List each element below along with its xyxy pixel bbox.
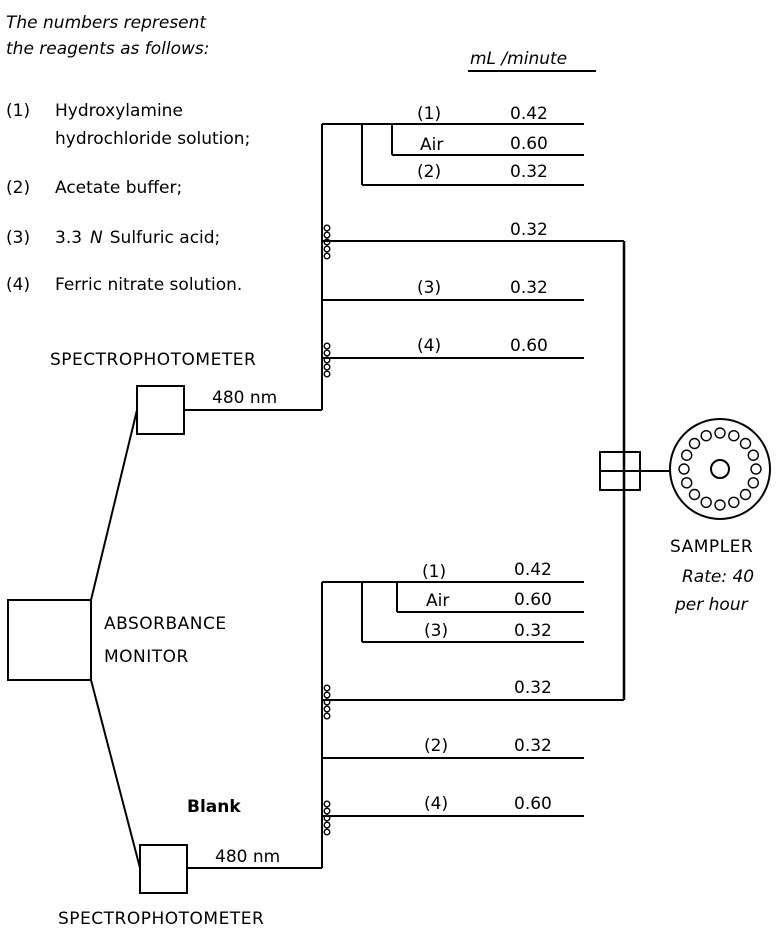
legend-item-1-num: (1) bbox=[6, 101, 30, 121]
top-rate-1: 0.42 bbox=[510, 104, 548, 124]
sample-cup bbox=[747, 477, 759, 489]
sample-cup bbox=[747, 449, 759, 461]
bottom-label-1: (1) bbox=[422, 562, 446, 582]
top-label-1: (1) bbox=[417, 104, 441, 124]
sampler-turntable bbox=[669, 418, 771, 520]
sample-cup bbox=[728, 430, 740, 442]
sample-cup bbox=[714, 499, 726, 511]
sample-cup bbox=[700, 430, 712, 442]
sample-cup bbox=[714, 427, 726, 439]
bottom-rate-1: 0.42 bbox=[514, 560, 552, 580]
legend-intro-line1: The numbers represent bbox=[6, 13, 207, 33]
top-label-air: Air bbox=[420, 135, 443, 155]
top-manifold bbox=[184, 123, 624, 411]
spectro-bottom-note: Blank bbox=[187, 797, 241, 817]
monitor-label-line2: MONITOR bbox=[104, 647, 189, 667]
sampler-rate-line2: per hour bbox=[674, 595, 749, 615]
top-rate-3: 0.32 bbox=[510, 278, 548, 298]
top-coil-2 bbox=[323, 342, 331, 378]
bottom-rate-3: 0.32 bbox=[514, 621, 552, 641]
sample-cup bbox=[700, 496, 712, 508]
sample-cup bbox=[678, 463, 690, 475]
spectro-bottom-wavelength: 480 nm bbox=[215, 847, 280, 867]
sample-cup bbox=[728, 496, 740, 508]
bottom-rate-air: 0.60 bbox=[514, 590, 552, 610]
legend-item-3-line1: 3.3 N Sulfuric acid; bbox=[55, 228, 220, 248]
bottom-rate-4: 0.60 bbox=[514, 794, 552, 814]
legend-item-4-num: (4) bbox=[6, 275, 30, 295]
sample-cup bbox=[739, 437, 752, 450]
sample-cup bbox=[681, 477, 693, 489]
sample-cups bbox=[678, 427, 762, 511]
spectro-bottom-box bbox=[139, 844, 188, 894]
legend-item-3-normal: N bbox=[90, 228, 103, 248]
spectro-top-wavelength: 480 nm bbox=[212, 388, 277, 408]
spectro-top-label: SPECTROPHOTOMETER bbox=[50, 350, 256, 370]
top-label-4: (4) bbox=[417, 336, 441, 356]
sample-cup bbox=[688, 437, 701, 450]
legend-item-2-line1: Acetate buffer; bbox=[55, 178, 182, 198]
top-rate-sample: 0.32 bbox=[510, 220, 548, 240]
sample-cup bbox=[681, 449, 693, 461]
units-header: mL /minute bbox=[470, 49, 567, 69]
bottom-rate-2: 0.32 bbox=[514, 736, 552, 756]
sample-cup bbox=[739, 488, 752, 501]
sampler-rate-line1: Rate: 40 bbox=[682, 567, 754, 587]
top-label-2: (2) bbox=[417, 162, 441, 182]
sample-cup bbox=[750, 463, 762, 475]
sampler-outer-ring bbox=[669, 418, 771, 520]
legend-item-2-num: (2) bbox=[6, 178, 30, 198]
legend-item-1-line1: Hydroxylamine bbox=[55, 101, 183, 121]
top-coil-1 bbox=[323, 224, 331, 260]
legend-intro-line2: the reagents as follows: bbox=[6, 39, 210, 59]
bottom-manifold bbox=[187, 581, 624, 869]
absorbance-monitor-box bbox=[7, 599, 92, 681]
legend-item-1-line2: hydrochloride solution; bbox=[55, 129, 250, 149]
spectro-top-box bbox=[136, 385, 185, 435]
legend-item-4-line1: Ferric nitrate solution. bbox=[55, 275, 242, 295]
bottom-label-air: Air bbox=[426, 591, 449, 611]
top-rate-air: 0.60 bbox=[510, 134, 548, 154]
legend-item-3-conc: 3.3 bbox=[55, 228, 82, 248]
top-label-3: (3) bbox=[417, 278, 441, 298]
spectro-bottom-label: SPECTROPHOTOMETER bbox=[58, 909, 264, 929]
bottom-label-3: (3) bbox=[424, 621, 448, 641]
top-rate-4: 0.60 bbox=[510, 336, 548, 356]
top-rate-2: 0.32 bbox=[510, 162, 548, 182]
sampler-hub bbox=[710, 459, 730, 479]
legend-item-3-num: (3) bbox=[6, 228, 30, 248]
legend-item-3-rest: Sulfuric acid; bbox=[110, 228, 221, 248]
monitor-label-line1: ABSORBANCE bbox=[104, 614, 227, 634]
bottom-coil-2 bbox=[323, 800, 331, 836]
monitor-to-spectro-top bbox=[90, 409, 138, 601]
bottom-coil-1 bbox=[323, 684, 331, 720]
bottom-label-2: (2) bbox=[424, 736, 448, 756]
bottom-label-4: (4) bbox=[424, 794, 448, 814]
monitor-to-spectro-bottom bbox=[90, 679, 141, 869]
bottom-rate-sample: 0.32 bbox=[514, 678, 552, 698]
sampler-label: SAMPLER bbox=[670, 537, 753, 557]
sample-cup bbox=[688, 488, 701, 501]
